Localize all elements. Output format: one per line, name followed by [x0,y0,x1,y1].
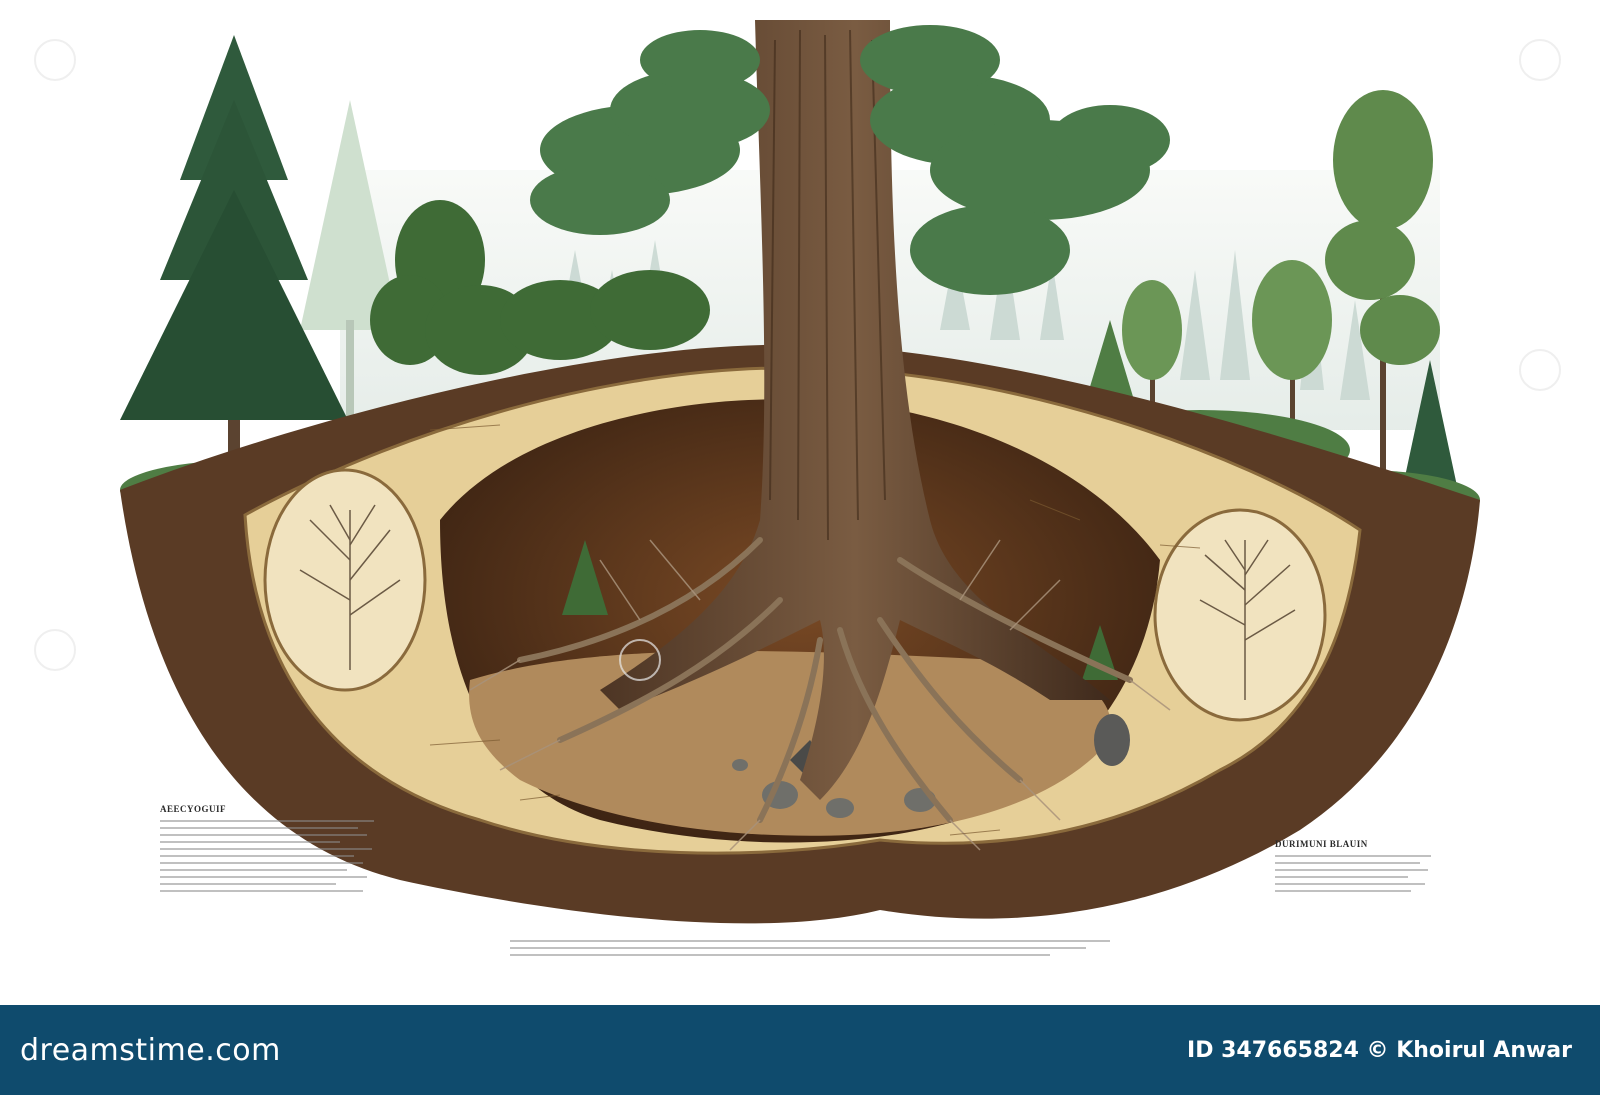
main-tree-trunk [600,20,1110,800]
root-system [517,537,1133,823]
text-line [510,940,1110,942]
right-panel-heading: DURIMUNI BLAUIN [1275,839,1368,849]
right-inset-tree-panel [1153,508,1327,722]
pale-fir-tree [300,100,400,440]
text-line [510,947,1086,949]
image-credit: ID 347665824 © Khoirul Anwar [1187,1037,1572,1063]
text-line [160,883,336,885]
dreamstime-logo[interactable]: dreamstime.com [20,1032,281,1068]
text-line [510,954,1050,956]
cave-sapling [562,540,608,615]
text-line [160,855,354,857]
illustration-canvas [34,20,1561,924]
text-line [1275,876,1408,878]
bottom-caption [510,935,1110,961]
bark-texture [769,29,886,541]
text-line [1275,869,1428,871]
right-description-panel: DURIMUNI BLAUIN [1275,838,1445,897]
left-panel-heading: AEECYOGUIF [160,804,227,814]
cross-section-annotations [429,424,1201,836]
left-inset-tree-panel [263,468,427,692]
text-line [160,827,358,829]
left-pine-cluster [370,200,710,375]
text-line [160,862,363,864]
right-inset-tree-drawing [1199,539,1296,700]
stock-footer-bar: dreamstime.com ID 347665824 © Khoirul An… [0,1005,1600,1095]
tree-root-cross-section-illustration [34,20,1561,924]
text-line [160,834,367,836]
cave-shrub [1082,625,1118,680]
text-line [160,869,347,871]
watermark-swirls [34,39,1561,681]
text-line [1275,855,1432,857]
text-line [1275,883,1425,885]
text-line [160,820,374,822]
text-line [1275,890,1411,892]
text-line [160,890,363,892]
text-line [160,841,340,843]
left-inset-tree-drawing [299,504,401,670]
text-line [1275,862,1420,864]
text-line [160,876,367,878]
left-description-panel: AEECYOGUIF [160,803,385,897]
fine-roots [469,539,1171,851]
main-tree-canopy [530,25,1170,295]
text-line [160,848,372,850]
